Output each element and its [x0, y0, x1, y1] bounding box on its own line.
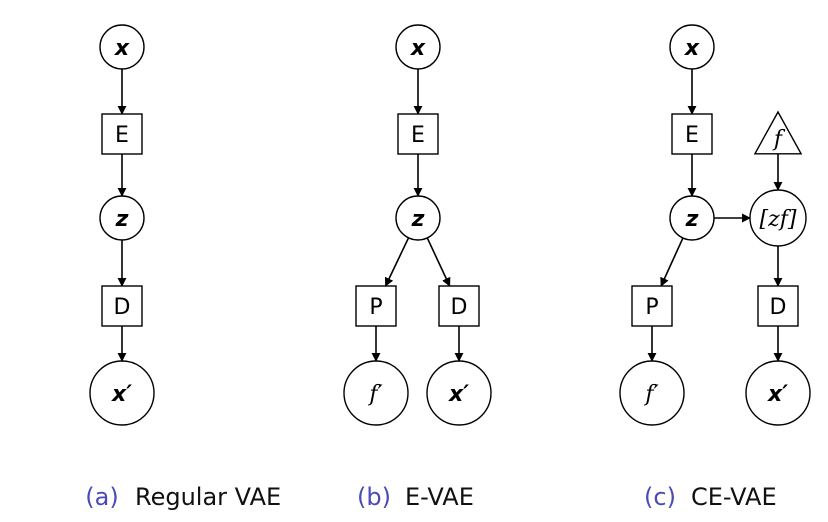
node-label: D — [770, 295, 787, 320]
caption-text-a: Regular VAE — [135, 483, 281, 511]
node-label: P — [645, 295, 658, 320]
node-a_xp: x′ — [89, 360, 155, 426]
node-label: D — [114, 295, 131, 320]
node-shape-circle — [669, 24, 715, 70]
node-label: f′ — [643, 382, 658, 407]
node-b_D: D — [438, 285, 480, 327]
node-b_fp: f′ — [343, 360, 409, 426]
node-b_E: E — [397, 113, 439, 155]
node-c_fp: f′ — [619, 360, 685, 426]
node-shape-circle — [89, 360, 155, 426]
node-c_z: z — [669, 195, 715, 241]
node-shape-square — [757, 285, 799, 327]
node-shape-square — [101, 285, 143, 327]
node-shape-square — [671, 113, 713, 155]
node-label: f′ — [367, 382, 382, 407]
node-shape-circle — [426, 360, 492, 426]
node-shape-circle — [343, 360, 409, 426]
node-label: P — [369, 295, 382, 320]
caption-text-c: CE-VAE — [691, 483, 777, 511]
node-c_xp: x′ — [745, 360, 811, 426]
node-shape-square — [438, 285, 480, 327]
caption-tag-c: (c) — [644, 483, 676, 511]
edge-c_z-to-c_P — [660, 237, 684, 287]
node-c_P: P — [631, 285, 673, 327]
node-shape-circle — [619, 360, 685, 426]
node-shape-triangle — [753, 110, 803, 155]
edge-b_z-to-b_P — [384, 237, 410, 287]
caption-tag-b: (b) — [357, 483, 391, 511]
node-shape-circle — [99, 195, 145, 241]
captions-layer: (a) Regular VAE (b) E-VAE (c) CE-VAE — [85, 483, 776, 511]
node-shape-circle — [395, 195, 441, 241]
caption-tag-a: (a) — [85, 483, 118, 511]
node-c_D: D — [757, 285, 799, 327]
node-b_z: z — [395, 195, 441, 241]
node-shape-circle — [99, 24, 145, 70]
node-label: E — [115, 123, 129, 148]
node-shape-square — [397, 113, 439, 155]
node-label: z — [115, 207, 129, 232]
node-label: x — [684, 36, 700, 61]
node-c_x: x — [669, 24, 715, 70]
node-shape-circle — [669, 195, 715, 241]
node-a_E: E — [101, 113, 143, 155]
node-c_f: f — [753, 110, 803, 155]
node-a_D: D — [101, 285, 143, 327]
node-label: x — [114, 36, 130, 61]
node-a_z: z — [99, 195, 145, 241]
node-label: x′ — [111, 382, 132, 407]
node-label: z — [411, 207, 425, 232]
node-label: E — [411, 123, 425, 148]
node-b_P: P — [355, 285, 397, 327]
edges-layer — [117, 69, 783, 362]
node-label: z — [685, 207, 699, 232]
node-label: D — [451, 295, 468, 320]
node-shape-square — [355, 285, 397, 327]
node-label: x — [410, 36, 426, 61]
caption-text-b: E-VAE — [405, 483, 474, 511]
node-label: E — [685, 123, 699, 148]
node-shape-circle — [749, 189, 807, 247]
node-label: [zf] — [760, 207, 797, 232]
node-shape-circle — [745, 360, 811, 426]
node-shape-circle — [395, 24, 441, 70]
node-c_zf: [zf] — [749, 189, 807, 247]
node-shape-square — [101, 113, 143, 155]
node-shape-square — [631, 285, 673, 327]
node-a_x: x — [99, 24, 145, 70]
node-label: x′ — [448, 382, 469, 407]
node-b_x: x — [395, 24, 441, 70]
edge-b_z-to-b_D — [426, 237, 451, 287]
node-label: x′ — [767, 382, 788, 407]
node-c_E: E — [671, 113, 713, 155]
node-b_xp: x′ — [426, 360, 492, 426]
